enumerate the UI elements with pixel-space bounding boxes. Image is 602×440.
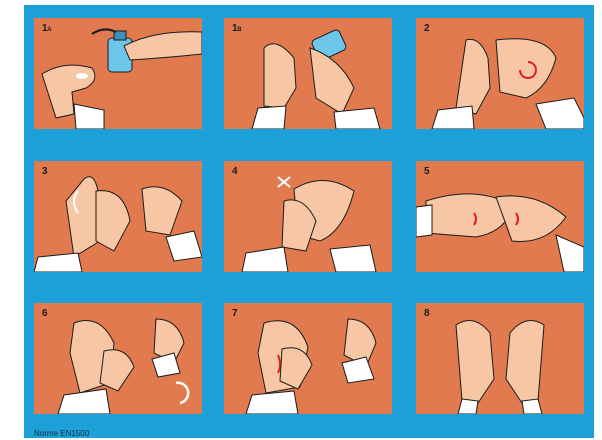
step-panel-2: 2 xyxy=(416,18,584,129)
open-palms-illustration xyxy=(416,303,584,414)
step-panel-1b: 1B xyxy=(224,18,392,129)
standard-caption: Norme EN1500 xyxy=(34,429,89,438)
step-number: 8 xyxy=(424,308,429,319)
step-panel-6: 6 xyxy=(34,303,202,414)
handwash-poster: 1A 1B 2 3 xyxy=(24,5,594,438)
step-panel-4: 4 xyxy=(224,161,392,272)
step-panel-3: 3 xyxy=(34,161,202,272)
step-panel-5: 5 xyxy=(416,161,584,272)
back-of-hands-illustration xyxy=(34,161,202,272)
step-number: 4 xyxy=(232,166,237,177)
fingers-locked-illustration xyxy=(416,161,584,272)
step-number: 6 xyxy=(42,308,47,319)
step-number: 1A xyxy=(42,23,51,34)
fingertips-in-palm-illustration xyxy=(224,303,392,414)
step-panel-7: 7 xyxy=(224,303,392,414)
palm-to-palm-illustration xyxy=(416,18,584,129)
thumb-rub-illustration xyxy=(34,303,202,414)
pump-bottle-illustration xyxy=(224,18,392,129)
pump-bottle-illustration xyxy=(34,18,202,129)
step-number: 3 xyxy=(42,166,47,177)
step-panel-8: 8 xyxy=(416,303,584,414)
step-number: 5 xyxy=(424,166,429,177)
interlaced-fingers-illustration xyxy=(224,161,392,272)
step-panel-1a: 1A xyxy=(34,18,202,129)
step-number: 1B xyxy=(232,23,241,34)
step-number: 7 xyxy=(232,308,237,319)
step-number: 2 xyxy=(424,23,429,34)
